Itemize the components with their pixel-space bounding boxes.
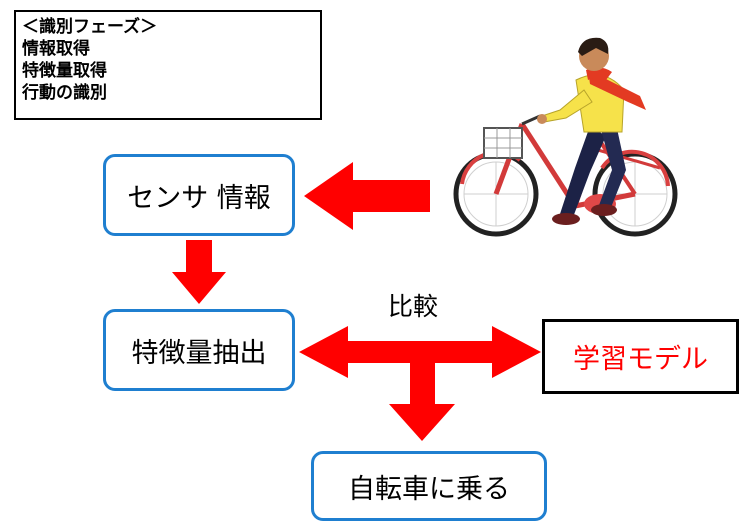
cyclist-icon [453, 37, 678, 237]
legend-title: ＜識別フェーズ＞ [22, 17, 158, 37]
arrow-sensor-to-feature [172, 240, 226, 304]
feature-extraction-label: 特徴量抽出 [131, 337, 267, 369]
legend-step-1: 情報取得 [22, 39, 90, 59]
learning-model-label: 学習モデル [573, 344, 708, 375]
arrow-to-sensor [304, 162, 430, 230]
learning-model-node: 学習モデル [542, 319, 739, 394]
arrow-to-ride [389, 363, 455, 441]
feature-extraction-node: 特徴量抽出 [103, 309, 295, 391]
arrow-feature-model [299, 326, 541, 378]
legend-step-3: 行動の識別 [22, 83, 107, 103]
phase-legend-box: ＜識別フェーズ＞ 情報取得 特徴量取得 行動の識別 [14, 10, 322, 120]
ride-bicycle-node: 自転車に乗る [311, 451, 547, 521]
sensor-info-label: センサ 情報 [127, 182, 271, 214]
sensor-info-node: センサ 情報 [103, 154, 295, 236]
ride-bicycle-label: 自転車に乗る [348, 473, 510, 505]
legend-step-2: 特徴量取得 [22, 61, 107, 81]
compare-label: 比較 [388, 292, 439, 321]
